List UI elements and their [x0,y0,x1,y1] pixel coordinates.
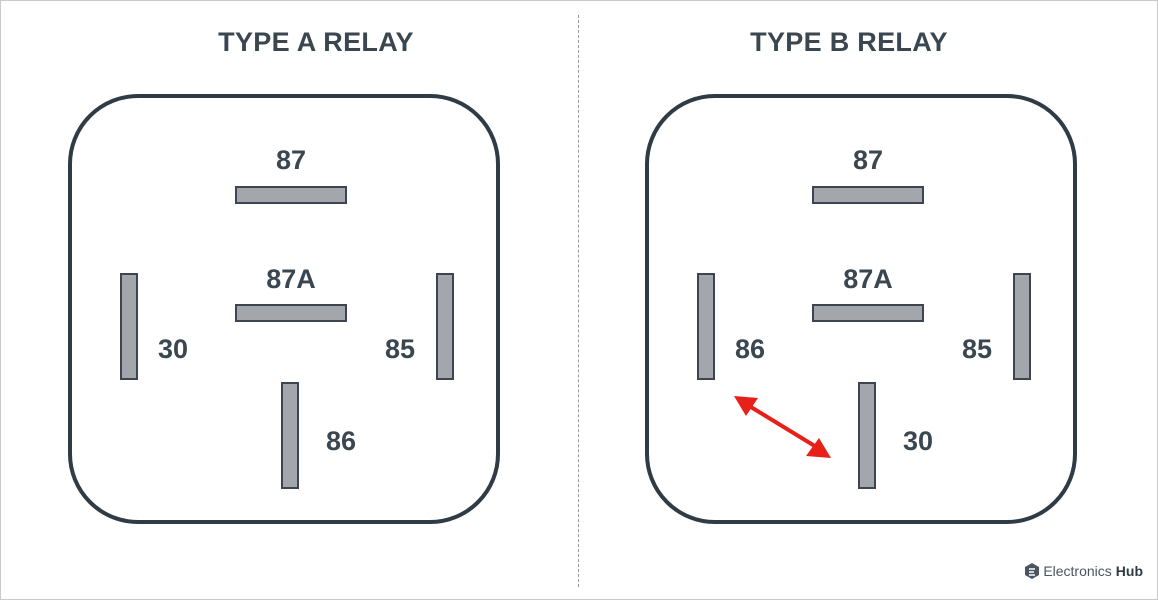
type-b-pin-87 [812,186,924,204]
type-b-title: TYPE B RELAY [750,27,948,57]
type-a-relay-body [68,94,500,524]
type-a-pin-30 [120,273,138,380]
type-b-pin-87a-label: 87A [843,264,893,294]
type-a-title: TYPE A RELAY [218,27,414,57]
panel-divider [578,15,579,587]
type-b-pin-87-label: 87 [852,145,884,175]
type-b-pin-87a [812,304,924,322]
electronics-hub-logo-icon [1025,563,1040,579]
swap-double-arrow-icon [734,396,831,458]
watermark-brand-bold: Hub [1115,563,1143,579]
type-b-pin-85 [1013,273,1031,380]
type-a-pin-87-label: 87 [275,145,307,175]
type-b-pin-30 [858,382,876,489]
type-a-pin-85-label: 85 [384,334,416,364]
type-b-pin-85-label: 85 [961,334,993,364]
type-b-relay-body [645,94,1077,524]
type-a-pin-87a-label: 87A [266,264,316,294]
type-b-pin-86-label: 86 [734,334,766,364]
type-b-pin-86 [697,273,715,380]
type-a-pin-86-label: 86 [325,426,357,456]
type-a-pin-86 [281,382,299,489]
electronics-hub-watermark: Electronics Hub [1025,563,1143,579]
type-a-pin-87a [235,304,347,322]
type-a-pin-87 [235,186,347,204]
type-a-pin-30-label: 30 [157,334,189,364]
type-a-pin-85 [436,273,454,380]
type-b-pin-30-label: 30 [902,426,934,456]
watermark-brand: Electronics [1043,563,1112,579]
